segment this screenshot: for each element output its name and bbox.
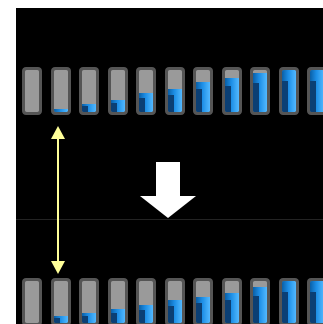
bottom-level-cell: [279, 278, 299, 324]
top-level-fill: [82, 103, 96, 112]
bottom-level-cell-body: [225, 281, 239, 323]
top-level-cell-body: [54, 70, 68, 112]
top-level-cell: [51, 67, 71, 115]
bottom-level-cell: [22, 278, 42, 324]
top-level-fill: [111, 100, 125, 112]
bottom-level-fill: [225, 292, 239, 323]
top-level-cell-body: [82, 70, 96, 112]
graphic-panel: [16, 8, 323, 324]
bottom-level-cell-body: [111, 281, 125, 323]
horizontal-divider: [16, 219, 323, 220]
top-level-cell: [250, 67, 270, 115]
top-level-cell: [307, 67, 323, 115]
top-level-cell: [193, 67, 213, 115]
top-level-fill: [282, 70, 296, 112]
top-level-fill: [225, 77, 239, 112]
top-level-cell-body: [225, 70, 239, 112]
bottom-level-fill: [253, 287, 267, 323]
top-level-cell: [279, 67, 299, 115]
bottom-level-cell: [307, 278, 323, 324]
top-level-fill: [253, 73, 267, 112]
bottom-level-cell: [222, 278, 242, 324]
top-level-cell-body: [168, 70, 182, 112]
top-level-cell-body: [139, 70, 153, 112]
bottom-level-cell: [108, 278, 128, 324]
bottom-level-cell: [51, 278, 71, 324]
bottom-level-fill: [282, 281, 296, 323]
top-level-cell-body: [253, 70, 267, 112]
bottom-level-fill: [168, 299, 182, 323]
bottom-level-cell: [79, 278, 99, 324]
top-level-cell-body: [282, 70, 296, 112]
bottom-level-fill: [196, 296, 210, 323]
top-level-cell-body: [196, 70, 210, 112]
bottom-level-cell-body: [54, 281, 68, 323]
top-level-cell-body: [25, 70, 39, 112]
top-level-cell: [222, 67, 242, 115]
bottom-level-cell: [193, 278, 213, 324]
top-level-cell: [108, 67, 128, 115]
bottom-cell-row: [16, 278, 323, 324]
top-level-fill: [310, 70, 323, 112]
bottom-level-cell-body: [139, 281, 153, 323]
top-level-fill: [168, 88, 182, 112]
bottom-level-cell: [165, 278, 185, 324]
bottom-level-cell-body: [253, 281, 267, 323]
top-level-fill: [139, 93, 153, 112]
bottom-level-cell-body: [310, 281, 323, 323]
bottom-level-cell-body: [282, 281, 296, 323]
bottom-level-cell: [136, 278, 156, 324]
bottom-level-cell-body: [196, 281, 210, 323]
top-cell-row: [16, 67, 323, 115]
top-level-fill: [196, 81, 210, 112]
bottom-level-cell-body: [82, 281, 96, 323]
bottom-level-fill: [139, 305, 153, 323]
top-level-cell: [79, 67, 99, 115]
bottom-level-cell: [250, 278, 270, 324]
top-level-fill: [54, 108, 68, 112]
down-arrow-icon: [140, 162, 196, 218]
bottom-level-fill: [111, 309, 125, 323]
bottom-level-fill: [310, 281, 323, 323]
bottom-level-fill: [54, 316, 68, 323]
bottom-level-fill: [82, 313, 96, 323]
top-level-cell-body: [310, 70, 323, 112]
top-level-cell: [165, 67, 185, 115]
top-level-cell-body: [111, 70, 125, 112]
top-level-cell: [22, 67, 42, 115]
bottom-level-cell-body: [168, 281, 182, 323]
double-headed-vertical-arrow-icon: [51, 126, 65, 274]
bottom-level-cell-body: [25, 281, 39, 323]
top-level-cell: [136, 67, 156, 115]
